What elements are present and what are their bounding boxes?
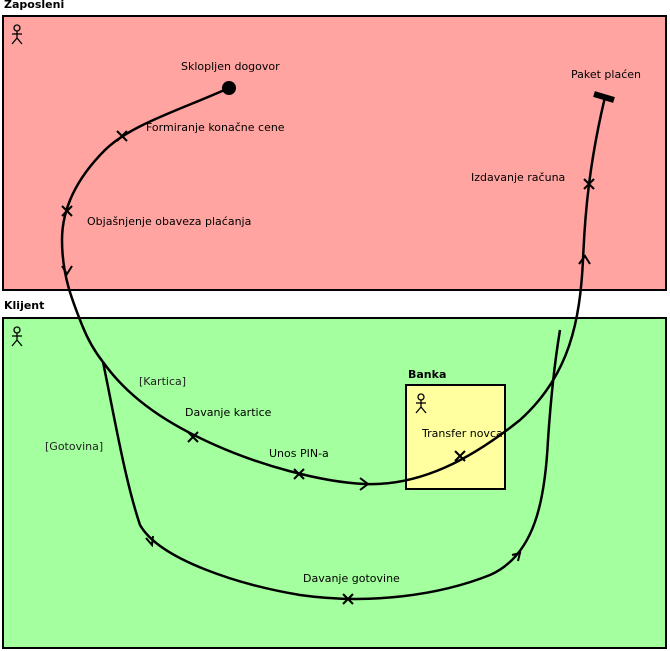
event-label-unos-pin: Unos PIN-a [269, 447, 329, 460]
lane-title-zaposleni: Zaposleni [4, 0, 65, 11]
event-label-davanje-gotovine: Davanje gotovine [303, 572, 400, 585]
start-node [222, 81, 236, 95]
arrow-head [145, 535, 154, 548]
arrow-head [511, 551, 522, 562]
arrow-head [578, 254, 591, 265]
flow-path-kartica [101, 96, 607, 486]
actor-icon [11, 24, 23, 45]
guard-label-gotovina: [Gotovina] [45, 440, 104, 453]
lane-title-banka: Banka [408, 368, 447, 381]
event-label-izdavanje: Izdavanje računa [471, 171, 566, 184]
flow-path-gotovina [101, 329, 562, 601]
event-cross-davanje-gotovine [342, 593, 354, 605]
end-node [593, 91, 615, 103]
event-cross-unos-pin [293, 468, 305, 480]
event-label-objasnjenje: Objašnjenje obaveza plaćanja [87, 215, 252, 228]
arrow-head [359, 477, 370, 491]
event-cross-davanje-kartice [187, 431, 199, 443]
event-label-transfer: Transfer novca [422, 427, 503, 440]
event-cross-formiranje [116, 130, 128, 142]
actor-icon [415, 393, 427, 414]
lane-zaposleni [2, 15, 667, 291]
event-cross-transfer [454, 450, 466, 462]
event-label-davanje-kartice: Davanje kartice [185, 406, 272, 419]
guard-label-kartica: [Kartica] [139, 375, 187, 388]
event-label-formiranje: Formiranje konačne cene [146, 121, 285, 134]
lane-title-klijent: Klijent [4, 299, 45, 312]
actor-icon [11, 326, 23, 347]
lane-banka [405, 384, 506, 490]
flow-path-start [60, 86, 230, 363]
end-state-label: Paket plaćen [571, 68, 642, 81]
event-cross-izdavanje [583, 178, 595, 190]
arrow-head [61, 265, 73, 276]
start-state-label: Sklopljen dogovor [181, 60, 280, 73]
event-cross-objasnjenje [61, 205, 73, 217]
